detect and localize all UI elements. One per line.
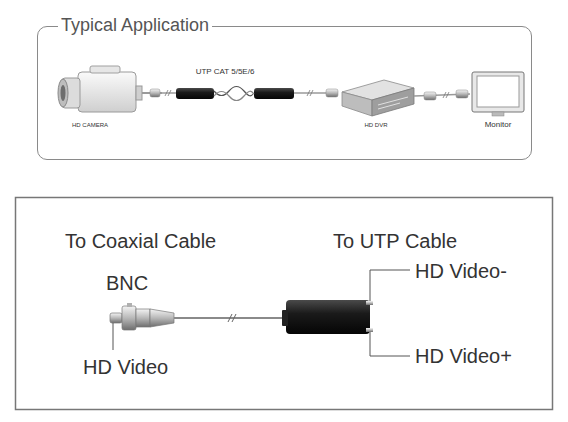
signal-label: HD Video+ [415,344,512,368]
balun-body [282,310,288,326]
side-label: To UTP Cable [333,229,457,253]
balun-body [282,300,373,334]
leader-line [113,270,410,356]
cable [414,90,470,100]
panel-title: Typical Application [58,15,212,35]
cable-mark [168,90,171,96]
camera-illustration [150,89,160,97]
monitor-illustration [492,112,504,116]
cable [310,90,313,96]
panel-frame [16,198,553,410]
coax-cable [174,314,286,322]
cable [456,90,468,98]
dvr-illustration [342,80,414,116]
balun-body [366,301,373,305]
side-label: To Coaxial Cable [65,229,216,253]
camera-illustration [61,85,66,101]
application-panel: Typical Application [37,26,532,160]
cable [446,92,449,98]
camera-illustration [58,79,68,107]
balun-pair [176,87,294,101]
monitor-illustration [477,76,519,107]
signal-label: HD Video- [415,259,507,283]
balun-pair [214,91,254,100]
leader-line [370,332,410,356]
bnc-connector [110,313,122,323]
monitor-illustration [472,72,524,116]
bnc-connector [110,303,174,330]
device-label: HD CAMERA [72,122,108,129]
dvr-illustration [342,92,372,116]
cable [443,92,446,98]
cable-label: UTP CAT 5/5E/6 [196,67,255,77]
cable [424,92,436,100]
bnc-connector [127,303,132,307]
balun-body [286,300,370,334]
cable-mark [165,90,168,96]
monitor-illustration [472,72,524,112]
bnc-connector [122,306,136,330]
camera-illustration [58,66,162,112]
dvr-illustration [372,88,414,116]
leader-line [370,270,410,301]
camera-illustration [78,72,136,112]
camera-illustration [90,66,120,73]
camera-illustration [136,86,142,100]
dvr-illustration [378,97,408,105]
balun-pair [254,88,294,99]
device-label: HD DVR [364,122,387,129]
leader-line [113,323,114,350]
balun-body [366,328,373,332]
dvr-illustration [378,103,400,109]
device-label: Monitor [485,120,512,130]
cable-mark [162,90,176,96]
bnc-connector [136,309,150,327]
cable [294,89,338,97]
coax-cable [228,314,232,322]
signal-label: HD Video [83,355,168,379]
connector-label: BNC [106,271,148,295]
cable [307,90,310,96]
coax-cable [232,314,236,322]
cable [326,89,338,97]
bnc-connector [150,309,174,327]
balun-pair [176,88,214,99]
